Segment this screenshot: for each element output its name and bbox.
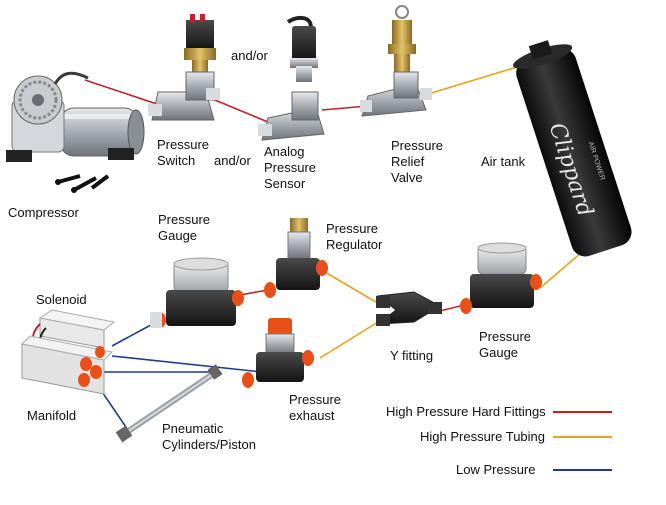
label-line: Pressure (391, 138, 444, 153)
label-line: Solenoid (36, 292, 87, 307)
label-line: Pressure (289, 392, 342, 407)
label-line: Pressure (157, 137, 210, 152)
label-line: Pneumatic (162, 421, 224, 436)
label-line: Compressor (8, 205, 79, 220)
solenoid-manifold-image (20, 309, 116, 395)
label-and-or-top: and/or (231, 48, 268, 64)
pressure-relief-valve-image (360, 5, 432, 117)
label-line: exhaust (289, 408, 335, 423)
analog-pressure-sensor-image (258, 15, 325, 141)
label-line: and/or (231, 48, 268, 63)
label-and-or-mid: and/or (214, 153, 251, 169)
label-line: Gauge (158, 228, 198, 243)
label-line: Sensor (264, 176, 306, 191)
label-line: Relief (391, 154, 425, 169)
label-line: Regulator (326, 237, 383, 252)
label-compressor: Compressor (8, 205, 79, 221)
label-line: Pressure (158, 212, 211, 227)
label-air-tank: Air tank (481, 154, 525, 170)
pneumatic-cylinder-image (115, 364, 223, 443)
pressure-regulator-image (264, 218, 328, 298)
label-line: Valve (391, 170, 423, 185)
label-line: Y fitting (390, 348, 434, 363)
label-line: Analog (264, 144, 305, 159)
label-line: Pressure (479, 329, 532, 344)
legend-label-low-pressure: Low Pressure (456, 462, 536, 477)
line-manifold-to-exhaust (111, 355, 263, 373)
pressure-exhaust-image (242, 318, 314, 388)
label-line: Pressure (326, 221, 379, 236)
label-line: Pressure (264, 160, 317, 175)
label-y-fitting: Y fitting (390, 348, 433, 364)
y-fitting-image (376, 291, 442, 326)
label-line: Manifold (27, 408, 77, 423)
label-solenoid: Solenoid (36, 292, 87, 308)
air-tank-image: Clippard AIR POWER (513, 40, 632, 257)
label-manifold: Manifold (27, 408, 76, 424)
line-regulator-to-y (317, 267, 377, 303)
label-line: Switch (157, 153, 196, 168)
label-line: Cylinders/Piston (162, 437, 256, 452)
pressure-gauge-left-image (150, 257, 244, 328)
legend-label-high-pressure-hard: High Pressure Hard Fittings (386, 404, 546, 419)
line-compressor-to-switch (84, 79, 161, 106)
label-line: Air tank (481, 154, 526, 169)
compressor-image (6, 71, 145, 193)
label-line: Gauge (479, 345, 519, 360)
legend-lines (553, 411, 612, 471)
pressure-gauge-right-image (460, 242, 542, 314)
line-exhaust-to-y (319, 321, 379, 359)
line-switch-to-sensor (209, 97, 269, 123)
legend-label-high-pressure-tubing: High Pressure Tubing (420, 429, 546, 444)
pressure-switch-image (148, 14, 220, 121)
label-line: and/or (214, 153, 251, 168)
